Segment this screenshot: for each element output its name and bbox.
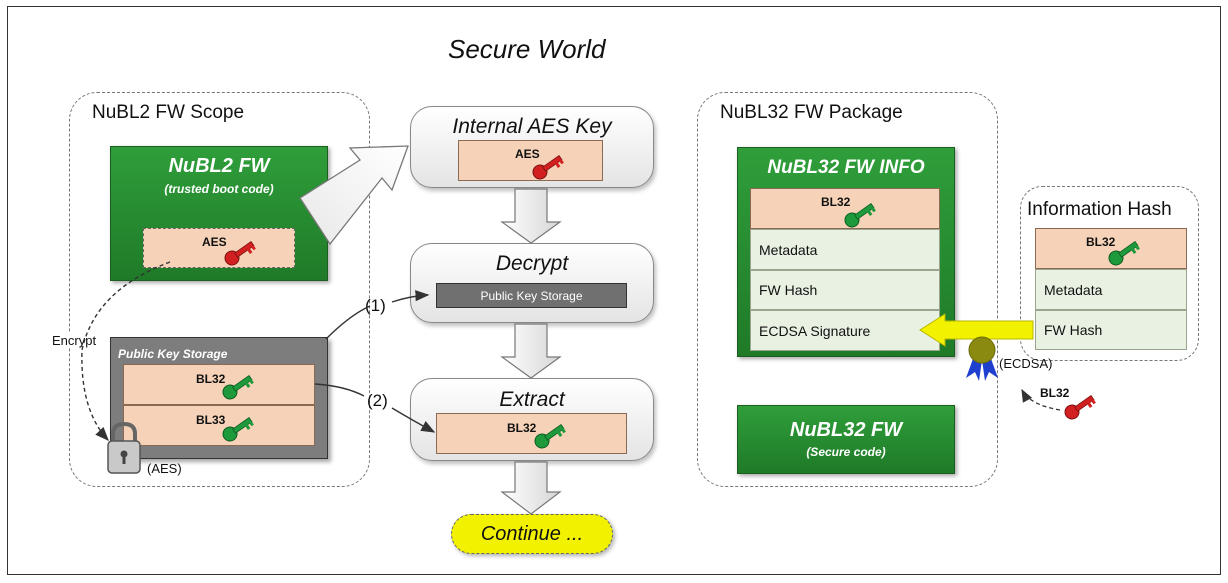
ecdsa-seal-icon <box>966 336 998 381</box>
nubl2-fw-subtitle: (trusted boot code) <box>164 182 274 196</box>
extract-title: Extract <box>499 388 565 411</box>
nubl32-fw-title: NuBL32 FW <box>789 419 903 441</box>
red-key-icon-signing <box>1064 395 1096 420</box>
signing-key-label: BL32 <box>1040 386 1070 400</box>
green-key-icon-nubl32-info <box>844 203 876 228</box>
nubl32-info-title: NuBL32 FW INFO <box>767 157 925 178</box>
continue-terminator: Continue ... <box>451 514 613 554</box>
lock-label: (AES) <box>147 461 182 476</box>
signing-arrow <box>1021 388 1061 411</box>
pks-key-bl33-label: BL33 <box>196 413 226 427</box>
encrypt-arrow <box>81 261 171 442</box>
diagram-title: Secure World <box>448 34 606 64</box>
arrow-2-label: (2) <box>367 391 388 410</box>
decrypt-box-label: Public Key Storage <box>480 288 583 303</box>
green-key-icon-extract <box>534 424 566 449</box>
internal-aes-key-label: AES <box>515 147 540 161</box>
arrow-1-label: (1) <box>365 296 386 315</box>
red-key-icon-nubl2 <box>224 241 256 266</box>
nubl2-aes-key-box: AES <box>143 228 295 268</box>
diagram-frame <box>7 6 1221 575</box>
pks-key-row-bl33: BL33 <box>123 405 315 446</box>
nubl32-package-label: NuBL32 FW Package <box>720 102 903 123</box>
nubl32-ecdsa-signature-row: ECDSA Signature <box>750 310 940 351</box>
nubl32-fw-box: NuBL32 FW (Secure code) <box>737 405 955 474</box>
lock-icon <box>107 421 141 474</box>
arrow-1 <box>325 305 371 340</box>
aes-transfer-arrow <box>299 145 409 246</box>
green-key-icon-info-hash <box>1108 241 1140 266</box>
nubl32-info-key-label: BL32 <box>821 195 851 209</box>
down-arrow-3 <box>500 461 562 515</box>
extract-key-box: BL32 <box>436 413 627 454</box>
green-key-icon-pks-bl32 <box>222 375 254 400</box>
pks-key-row-bl32: BL32 <box>123 364 315 405</box>
signature-arrow <box>919 313 1034 347</box>
green-key-icon-pks-bl33 <box>222 417 254 442</box>
encrypt-label: Encrypt <box>52 333 97 348</box>
nubl32-fw-subtitle: (Secure code) <box>806 445 886 459</box>
continue-label: Continue ... <box>480 522 584 545</box>
information-hash-label: Information Hash <box>1027 199 1172 220</box>
down-arrow-1 <box>500 188 562 244</box>
info-hash-fw-hash-row: FW Hash <box>1035 310 1187 350</box>
info-hash-key-label: BL32 <box>1086 235 1116 249</box>
arrow-2 <box>314 383 365 397</box>
info-hash-metadata-row: Metadata <box>1035 269 1187 310</box>
public-key-storage-title: Public Key Storage <box>118 347 228 361</box>
decrypt-public-key-storage-box: Public Key Storage <box>436 283 627 308</box>
extract-key-label: BL32 <box>507 421 537 435</box>
red-key-icon-internal-aes <box>532 155 564 180</box>
down-arrow-2 <box>500 323 562 379</box>
nubl32-metadata-row: Metadata <box>750 229 940 270</box>
ecdsa-label: (ECDSA) <box>999 356 1053 371</box>
pks-key-bl32-label: BL32 <box>196 372 226 386</box>
nubl32-fw-hash-row: FW Hash <box>750 270 940 310</box>
internal-aes-key-box: AES <box>458 140 603 181</box>
arrow-2-head-segment <box>391 407 436 433</box>
nubl2-aes-key-label: AES <box>202 235 227 249</box>
nubl2-fw-title: NuBL2 FW <box>168 155 270 177</box>
nubl2-scope-label: NuBL2 FW Scope <box>92 102 245 123</box>
internal-aes-key-title: Internal AES Key <box>452 115 612 138</box>
arrow-1-head-segment <box>391 290 430 303</box>
decrypt-title: Decrypt <box>495 252 569 275</box>
